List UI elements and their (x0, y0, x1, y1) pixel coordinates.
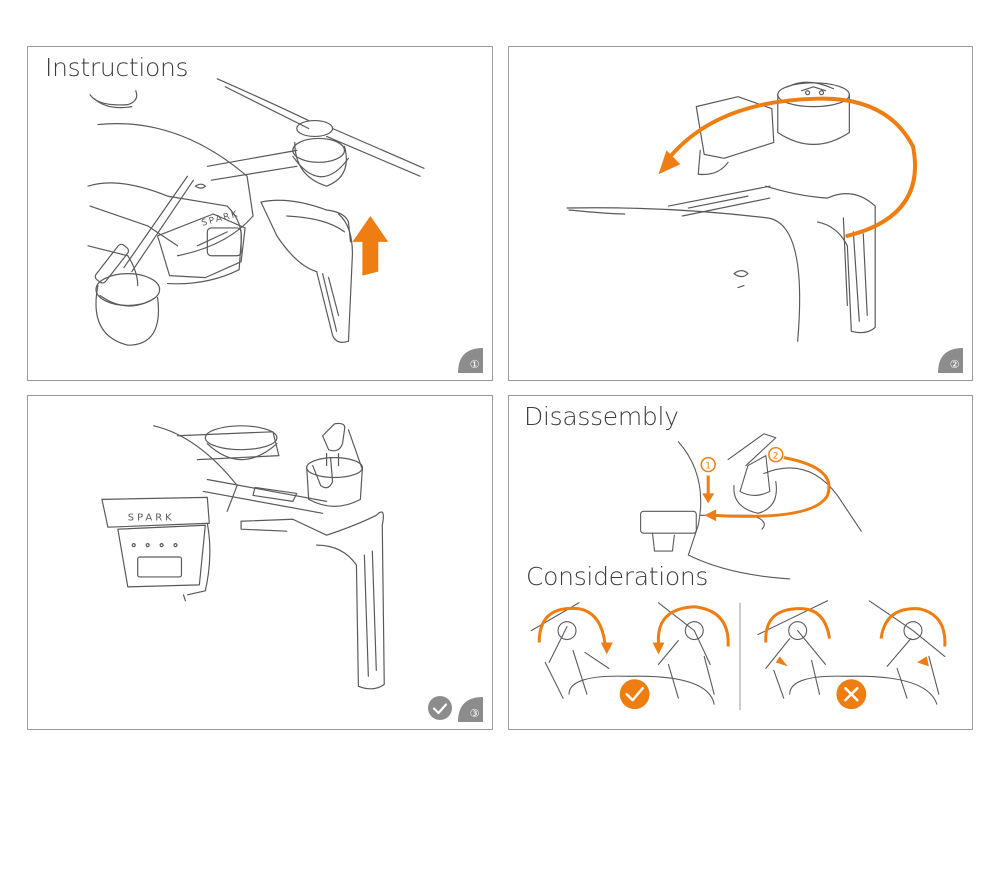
svg-text:SPARK: SPARK (201, 209, 241, 229)
step-1-number: ① (469, 358, 480, 371)
checkmark-icon (619, 679, 650, 710)
arm-locked-illustration: SPARK (101, 422, 385, 690)
disassembly-illustration: 1 2 (530, 433, 947, 711)
disassembly-heading: Disassembly (524, 402, 679, 431)
instructions-panel: SPARK (27, 46, 493, 381)
arrow-up-icon (352, 215, 389, 276)
step-1-badge: ① (458, 348, 483, 373)
disassembly-panel: 1 2 (508, 395, 973, 730)
svg-text:SPARK: SPARK (128, 512, 175, 523)
svg-text:1: 1 (705, 462, 711, 472)
step-3-number: ③ (469, 707, 480, 720)
cross-icon (836, 679, 867, 710)
considerations-heading: Considerations (526, 562, 709, 591)
svg-text:2: 2 (773, 452, 779, 462)
checkmark-icon (428, 696, 452, 720)
step-2-number: ② (949, 358, 960, 371)
instructions-heading: Instructions (45, 53, 189, 82)
step-badge-icon (458, 697, 483, 722)
done-check-badge (428, 696, 452, 720)
step-badge-icon (458, 348, 483, 373)
step-badge-icon (938, 348, 963, 373)
rotate-panel: ② (508, 46, 973, 381)
step-3-badge: ③ (458, 697, 483, 722)
rotate-arrow-icon (668, 96, 917, 238)
drone-arm-attach-illustration: SPARK (87, 78, 425, 346)
step-2-badge: ② (938, 348, 963, 373)
lock-panel: SPARK ③ (27, 395, 493, 730)
arm-rotate-illustration (566, 81, 917, 342)
